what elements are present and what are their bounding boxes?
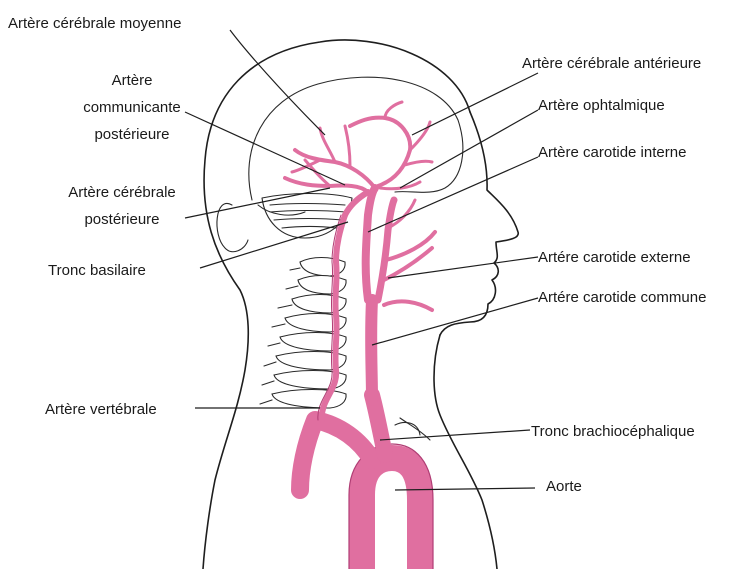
- label-carotide-externe: Artére carotide externe: [538, 249, 691, 266]
- leader-ophtalmique: [400, 110, 538, 188]
- label-cerebrale-anterieure: Artère cérébrale antérieure: [522, 55, 701, 72]
- internal-carotid: [366, 188, 375, 300]
- leader-cerebrale-moyenne: [230, 30, 325, 135]
- label-communicante-2: communicante: [83, 99, 181, 116]
- labels: Artère cérébrale moyenne Artère communic…: [8, 15, 706, 495]
- label-aorte: Aorte: [546, 478, 582, 495]
- label-carotide-interne: Artère carotide interne: [538, 144, 686, 161]
- leader-tronc-brachio: [380, 430, 530, 440]
- label-communicante-3: postérieure: [94, 126, 169, 143]
- leader-communicante: [185, 112, 345, 185]
- label-tronc-brachiocephalique: Tronc brachiocéphalique: [531, 423, 695, 440]
- label-communicante-1: Artère: [112, 72, 153, 89]
- label-ophtalmique: Artère ophtalmique: [538, 97, 665, 114]
- label-cerebrale-posterieure-2: postérieure: [84, 211, 159, 228]
- anterior-cerebral: [350, 118, 410, 186]
- common-carotid: [371, 300, 372, 400]
- label-tronc-basilaire: Tronc basilaire: [48, 262, 146, 279]
- leader-lines: [185, 30, 538, 490]
- label-vertebrale: Artère vertébrale: [45, 401, 157, 418]
- label-cerebrale-moyenne: Artère cérébrale moyenne: [8, 15, 181, 32]
- leader-carotide-commune: [372, 298, 538, 345]
- brain-outline: [249, 77, 463, 215]
- middle-cerebral: [295, 150, 375, 188]
- leader-carotide-externe: [388, 257, 538, 278]
- label-cerebrale-posterieure-1: Artère cérébrale: [68, 184, 176, 201]
- aorta: [362, 458, 420, 569]
- external-carotid: [378, 200, 394, 300]
- label-carotide-commune: Artére carotide commune: [538, 289, 706, 306]
